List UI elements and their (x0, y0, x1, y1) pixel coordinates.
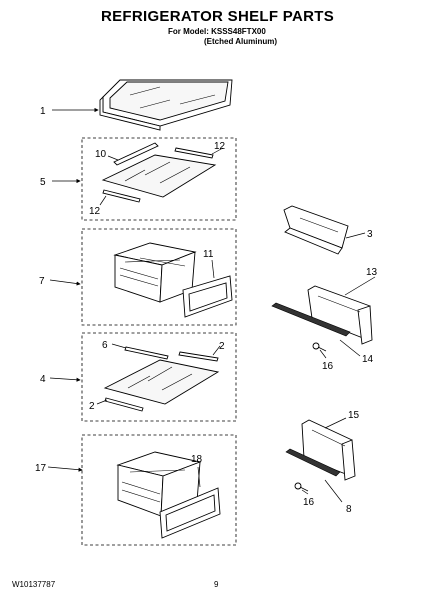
dashed-box-17 (81, 434, 237, 546)
finish-label: (Etched Aluminum) (204, 37, 278, 46)
callout-6: 6 (102, 340, 108, 351)
part-14-drawer-slide-rail (271, 302, 351, 337)
callout-1: 1 (40, 106, 46, 117)
callout-13: 13 (366, 267, 378, 278)
callout-12-bottom: 12 (89, 206, 101, 217)
part-6-trim (124, 346, 169, 360)
part-8-drawer-slide-rail (285, 448, 341, 477)
part-16-screw-top (312, 342, 327, 352)
part-16-screw-bottom (294, 482, 309, 492)
callout-4: 4 (40, 374, 46, 385)
callout-12-top: 12 (214, 141, 226, 152)
part-12-end-trim-bottom (102, 189, 141, 203)
part-2-end-trim-bottom (104, 397, 144, 412)
callout-18: 18 (191, 454, 203, 465)
part-2-end-trim-top (178, 351, 219, 362)
part-5-glass-shelf (101, 154, 217, 198)
callout-10: 10 (95, 149, 107, 160)
callout-2-top: 2 (219, 341, 225, 352)
part-4-glass-shelf (103, 359, 220, 405)
part-10-trim (113, 142, 159, 166)
part-7-crisper-pan (113, 242, 197, 303)
callout-17: 17 (35, 463, 47, 474)
callout-7: 7 (39, 276, 45, 287)
page-number: 9 (214, 580, 219, 589)
callout-2-bottom: 2 (89, 401, 95, 412)
part-11-crisper-drawer-front (182, 275, 233, 318)
part-3-shelf-bracket (283, 205, 349, 255)
dashed-box-5 (81, 137, 237, 221)
callout-16-bottom: 16 (303, 497, 315, 508)
part-12-end-trim-top (174, 147, 214, 159)
page-title: REFRIGERATOR SHELF PARTS (100, 8, 335, 25)
part-1-shelf-assembly (99, 79, 233, 131)
callout-3: 3 (367, 229, 373, 240)
callout-8: 8 (346, 504, 352, 515)
part-13-drawer-slide-cover (307, 285, 373, 345)
model-number: For Model: KSSS48FTX00 (168, 27, 266, 36)
callout-11: 11 (203, 249, 214, 260)
callout-15: 15 (348, 410, 360, 421)
callout-16-top: 16 (322, 361, 334, 372)
dashed-box-7 (81, 228, 237, 326)
callout-14: 14 (362, 354, 374, 365)
callout-5: 5 (40, 177, 46, 188)
document-number: W10137787 (12, 580, 56, 589)
part-18-crisper-drawer-front (159, 487, 221, 539)
dashed-box-4 (81, 332, 237, 422)
